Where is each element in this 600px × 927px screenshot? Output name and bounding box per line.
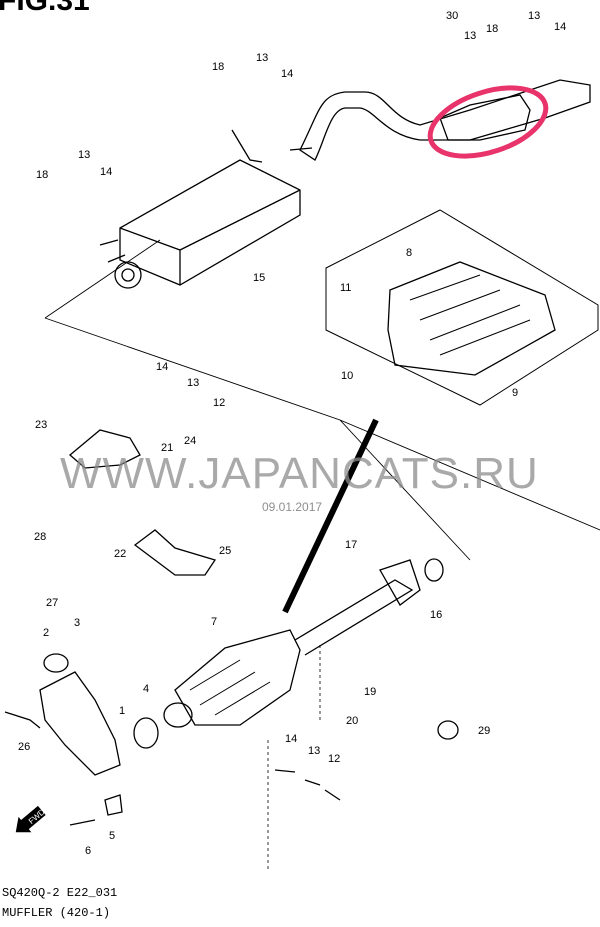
rear-resonator <box>439 94 531 141</box>
tail-pipe <box>299 79 591 161</box>
pointer-line <box>282 418 379 614</box>
bracket-22 <box>133 529 217 576</box>
callout-18: 18 <box>486 23 498 35</box>
date-stamp: 09.01.2017 <box>262 500 323 514</box>
callout-10: 10 <box>341 370 353 382</box>
callout-13: 13 <box>78 149 90 161</box>
callout-21: 21 <box>161 442 173 454</box>
bolt-6 <box>69 819 96 826</box>
callout-3: 3 <box>74 617 80 629</box>
diagram-code: SQ420Q-2 E22_031 <box>2 886 118 900</box>
callout-17: 17 <box>345 539 357 551</box>
callout-22: 22 <box>114 548 126 560</box>
callout-4: 4 <box>143 683 149 695</box>
callout-14: 14 <box>100 166 112 178</box>
muffler-flange <box>114 261 142 289</box>
callout-12: 12 <box>213 397 225 409</box>
gasket-2 <box>43 653 69 673</box>
exhaust-manifold-cat <box>39 671 121 776</box>
callout-12: 12 <box>328 753 340 765</box>
main-muffler <box>119 159 301 286</box>
callout-9: 9 <box>512 387 518 399</box>
spring-5 <box>104 794 123 816</box>
callout-7: 7 <box>211 616 217 628</box>
leader-lines <box>44 239 600 561</box>
callout-16: 16 <box>430 609 442 621</box>
callout-25: 25 <box>219 545 231 557</box>
o2-sensor <box>4 711 41 729</box>
diagram-caption: MUFFLER (420-1) <box>2 906 111 920</box>
exhaust-parts <box>4 79 600 870</box>
callout-13: 13 <box>308 745 320 757</box>
figure-title: FIG.31 <box>0 0 90 17</box>
callout-26: 26 <box>18 741 30 753</box>
callout-14: 14 <box>554 21 566 33</box>
callout-6: 6 <box>85 845 91 857</box>
callout-14: 14 <box>285 733 297 745</box>
callout-23: 23 <box>35 419 47 431</box>
callout-8: 8 <box>406 247 412 259</box>
catalytic-converter <box>174 629 301 726</box>
grommet-29 <box>437 720 459 740</box>
highlight-circle <box>427 85 549 159</box>
fwd-label: FWD <box>27 807 47 826</box>
heat-shield-box <box>325 209 599 406</box>
muffler-inlet-pipe <box>99 239 126 263</box>
callout-1: 1 <box>119 705 125 717</box>
callout-28: 28 <box>34 531 46 543</box>
callout-5: 5 <box>109 830 115 842</box>
gasket-4 <box>133 717 159 749</box>
callout-30: 30 <box>446 10 458 22</box>
converter-flange <box>163 702 193 728</box>
muffler-edges <box>119 189 301 285</box>
callout-15: 15 <box>253 272 265 284</box>
callout-18: 18 <box>212 61 224 73</box>
watermark: WWW.JAPANCATS.RU <box>60 449 539 498</box>
pipe-flange <box>379 559 421 606</box>
callout-14: 14 <box>281 68 293 80</box>
callout-2: 2 <box>43 627 49 639</box>
callout-14: 14 <box>156 361 168 373</box>
gasket-16 <box>424 558 444 582</box>
callout-29: 29 <box>478 725 490 737</box>
center-pipe <box>294 579 414 656</box>
callout-13: 13 <box>187 377 199 389</box>
callout-19: 19 <box>364 686 376 698</box>
callout-27: 27 <box>46 597 58 609</box>
callout-11: 11 <box>340 282 351 294</box>
callout-13: 13 <box>528 10 540 22</box>
bolt-set-14-13-12 <box>274 769 341 801</box>
callout-numbers: 3013181314181314181314158111091413122321… <box>18 10 566 857</box>
callout-24: 24 <box>184 435 196 447</box>
heat-shield <box>387 261 556 376</box>
callout-13: 13 <box>464 30 476 42</box>
muffler-hangers <box>231 129 313 163</box>
fwd-arrow-icon: FWD <box>15 805 47 833</box>
callout-13: 13 <box>256 52 268 64</box>
callout-18: 18 <box>36 169 48 181</box>
callout-20: 20 <box>346 715 358 727</box>
bracket-21 <box>68 429 141 469</box>
